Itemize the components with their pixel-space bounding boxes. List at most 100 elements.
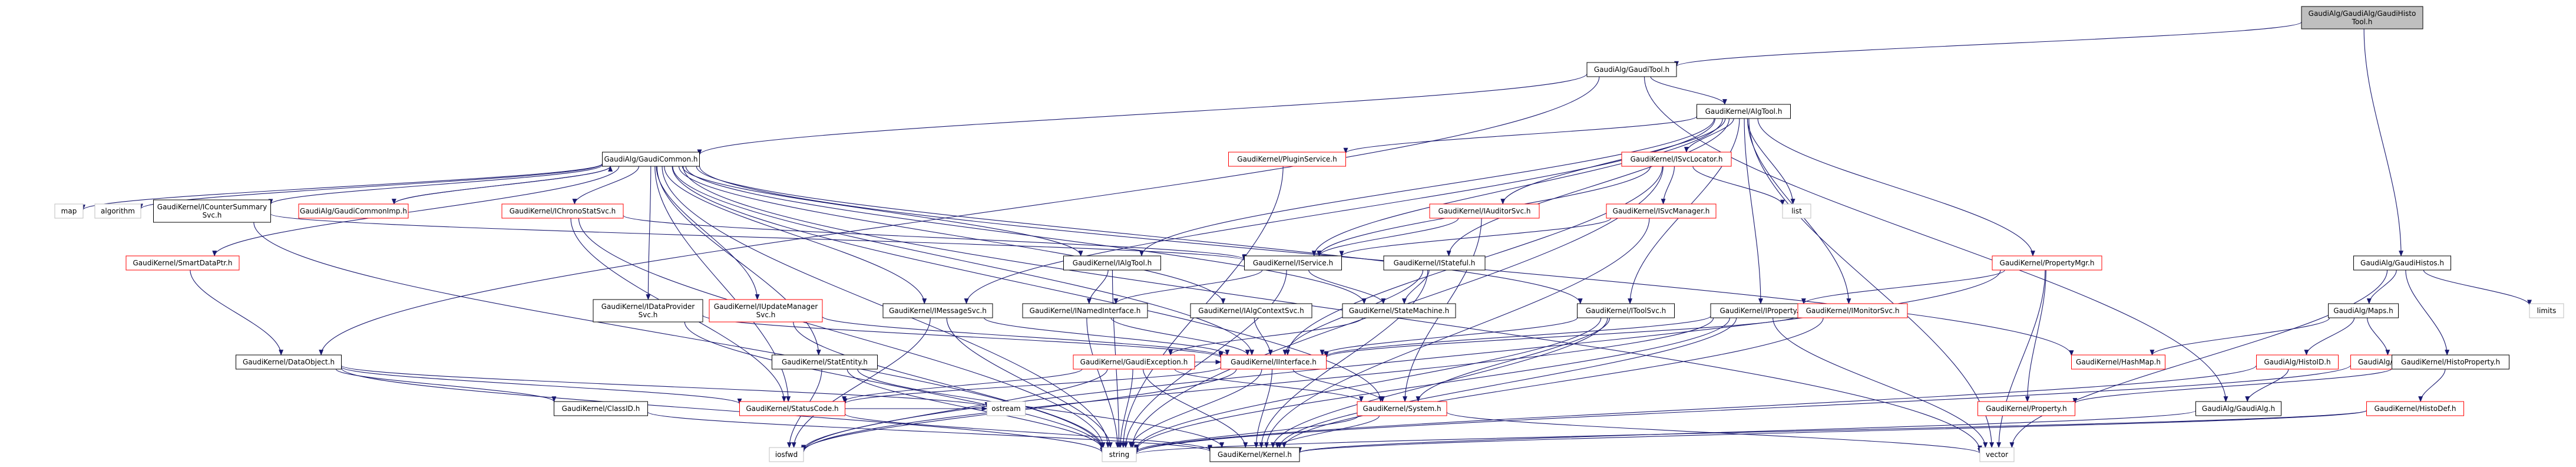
graph-node[interactable]: GaudiKernel/Kernel.h (1209, 447, 1300, 462)
node-label: GaudiKernel/IAlgContextSvc.h (1198, 307, 1304, 315)
graph-node[interactable]: GaudiAlg/GaudiCommon.h (602, 152, 700, 167)
include-edge (1139, 118, 1715, 256)
graph-node[interactable]: GaudiKernel/HistoProperty.h (2392, 354, 2509, 370)
graph-node[interactable]: GaudiKernel/DataObject.h (236, 354, 342, 370)
include-edge (1113, 269, 1263, 304)
graph-node[interactable]: GaudiAlg/GaudiCommonImp.h (298, 203, 409, 219)
graph-node[interactable]: GaudiKernel/IProperty.h (1710, 303, 1813, 318)
graph-node[interactable]: GaudiKernel/HashMap.h (2071, 354, 2165, 370)
graph-node[interactable]: GaudiKernel/IInterface.h (1221, 354, 1327, 370)
graph-node[interactable]: GaudiKernel/IAuditorSvc.h (1429, 203, 1540, 219)
node-box (54, 203, 84, 219)
node-box (501, 203, 624, 219)
graph-node[interactable]: GaudiAlg/Maps.h (2328, 303, 2399, 318)
include-edge (1661, 166, 1675, 205)
node-box (2301, 6, 2423, 29)
graph-node[interactable]: GaudiAlg/GaudiTool.h (1586, 62, 1677, 77)
node-label: GaudiKernel/IAlgTool.h (1073, 259, 1152, 267)
node-box (1383, 255, 1486, 271)
graph-node[interactable]: GaudiKernel/IMessageSvc.h (882, 303, 993, 318)
include-edge (2363, 28, 2403, 256)
graph-node[interactable]: GaudiKernel/SmartDataPtr.h (125, 255, 240, 271)
include-edge (1674, 21, 2302, 67)
graph-node[interactable]: GaudiKernel/StateMachine.h (1342, 303, 1456, 318)
include-edge (684, 321, 1105, 450)
include-edge (685, 166, 1367, 304)
include-edge (647, 412, 1212, 452)
include-edge (1650, 76, 1727, 105)
graph-node[interactable]: GaudiKernel/IAlgContextSvc.h (1190, 303, 1312, 318)
node-box (2392, 354, 2509, 370)
graph-node[interactable]: GaudiKernel/StatEntity.h (772, 354, 878, 370)
node-label: GaudiKernel/PluginService.h (1237, 155, 1337, 163)
include-edge (2072, 368, 2393, 404)
include-edge (1271, 317, 1608, 448)
include-edge (1134, 365, 2257, 454)
graph-node[interactable]: GaudiKernel/PropertyMgr.h (1992, 255, 2102, 271)
include-edge (664, 166, 927, 304)
include-edge (646, 166, 652, 300)
include-edge (1757, 118, 2035, 256)
node-label: GaudiKernel/IAuditorSvc.h (1439, 207, 1531, 215)
include-edge (1277, 317, 1737, 448)
node-box (1073, 354, 1195, 370)
include-edge (1324, 315, 1798, 359)
include-edge (190, 269, 284, 356)
include-edge (964, 118, 1715, 304)
graph-node[interactable]: GaudiKernel/IChronoStatSvc.h (501, 203, 624, 219)
node-label: GaudiKernel/IMessageSvc.h (889, 307, 987, 315)
include-edge (857, 369, 1225, 448)
graph-node[interactable]: GaudiKernel/IStateful.h (1383, 255, 1486, 271)
graph-node[interactable]: GaudiAlg/GaudiHistos.h (2353, 255, 2451, 271)
include-edge (1744, 118, 1763, 304)
graph-node[interactable]: GaudiKernel/AlgTool.h (1697, 104, 1791, 119)
node-box (2256, 354, 2339, 370)
node-box (1782, 203, 1811, 219)
include-edge (2418, 369, 2446, 402)
node-box (1797, 303, 1908, 318)
graph-node[interactable]: GaudiKernel/INamedInterface.h (1022, 303, 1148, 318)
graph-node[interactable]: GaudiKernel/ISvcLocator.h (1621, 152, 1732, 167)
graph-node[interactable]: GaudiKernel/ClassID.h (554, 401, 648, 416)
graph-node[interactable]: GaudiKernel/HistoDef.h (2366, 401, 2464, 416)
graph-node[interactable]: GaudiKernel/Property.h (1978, 401, 2075, 416)
include-edge (1292, 369, 1385, 402)
graph-node: string (1102, 447, 1137, 462)
include-edge (2405, 269, 2450, 356)
graph-node[interactable]: GaudiKernel/PluginService.h (1228, 152, 1346, 167)
graph-node: limits (2529, 303, 2564, 318)
node-label: string (1109, 450, 1129, 459)
include-edge (1129, 369, 1262, 448)
graph-node[interactable]: GaudiKernel/IMonitorSvc.h (1797, 303, 1908, 318)
graph-node[interactable]: GaudiKernel/GaudiException.h (1073, 354, 1195, 370)
node-label: GaudiKernel/StatusCode.h (746, 404, 838, 413)
node-label: Tool.h (2352, 18, 2373, 26)
node-box (2071, 354, 2165, 370)
include-edge (2025, 269, 2046, 402)
node-label: GaudiKernel/HistoProperty.h (2401, 358, 2500, 366)
node-label: GaudiKernel/Kernel.h (1218, 450, 1292, 459)
graph-node[interactable]: GaudiKernel/StatusCode.h (739, 401, 845, 416)
graph-node[interactable]: GaudiAlg/HistoID.h (2256, 354, 2339, 370)
graph-node[interactable]: GaudiAlg/GaudiAlg.h (2195, 401, 2281, 416)
graph-node: list (1782, 203, 1811, 219)
node-box (2529, 303, 2564, 318)
node-label: GaudiKernel/SmartDataPtr.h (133, 259, 232, 267)
include-edge (1773, 317, 1988, 448)
graph-node[interactable]: GaudiKernel/IAlgTool.h (1063, 255, 1161, 271)
graph-node: map (54, 203, 84, 219)
include-edge (1174, 369, 1364, 402)
include-edge (1317, 218, 1459, 256)
node-box (739, 401, 845, 416)
graph-node[interactable]: GaudiKernel/ISvcManager.h (1606, 203, 1717, 219)
graph-node[interactable]: GaudiKernel/IService.h (1244, 255, 1342, 271)
graph-node[interactable]: GaudiKernel/IToolSvc.h (1577, 303, 1675, 318)
node-box (1429, 203, 1540, 219)
graph-node[interactable]: GaudiKernel/System.h (1357, 401, 1447, 416)
node-box (2366, 401, 2464, 416)
